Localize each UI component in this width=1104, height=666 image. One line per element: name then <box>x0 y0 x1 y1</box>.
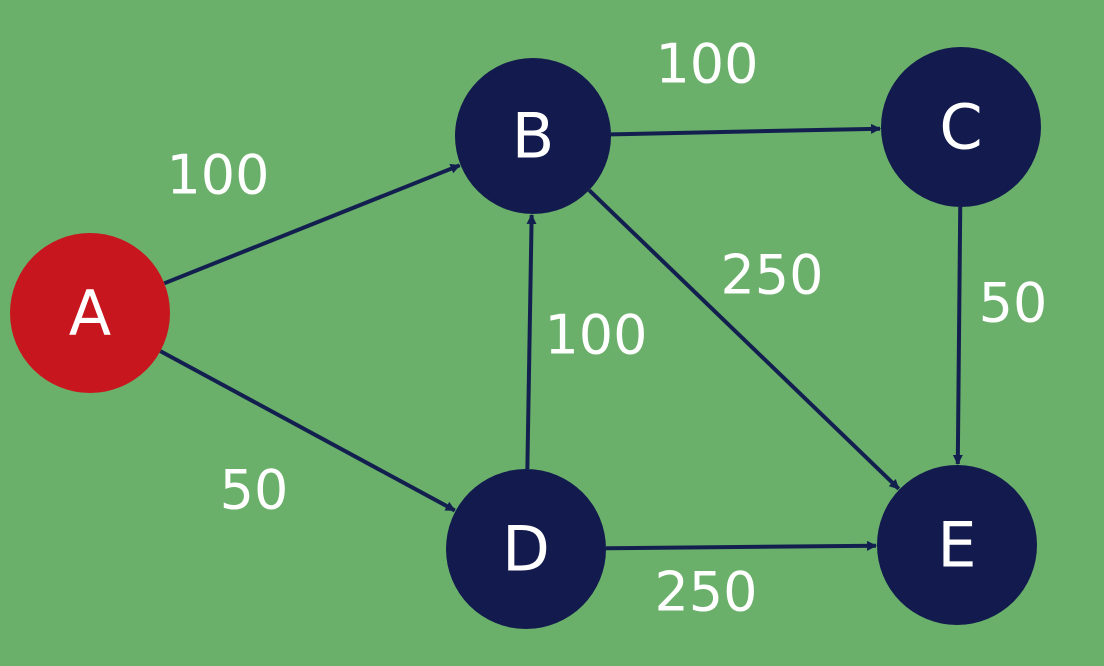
node-d-label: D <box>502 513 550 586</box>
weight-b-c: 100 <box>655 33 758 96</box>
node-e: E <box>877 465 1037 625</box>
node-c: C <box>881 47 1041 207</box>
weight-a-d: 50 <box>220 459 289 522</box>
edge-a-to-b <box>163 163 461 286</box>
node-b-label: B <box>512 100 555 173</box>
node-e-label: E <box>937 509 976 582</box>
node-d-circle <box>446 469 606 629</box>
edge-c-to-e <box>952 206 963 466</box>
node-e-circle <box>877 465 1037 625</box>
edge-d-to-e <box>605 540 878 551</box>
edge-a-to-d <box>159 349 456 513</box>
weight-d-e: 250 <box>654 561 757 624</box>
weight-d-b: 100 <box>544 304 647 367</box>
edge-b-to-e <box>587 188 901 491</box>
edge-d-to-b <box>525 213 537 470</box>
node-b: B <box>455 58 611 214</box>
node-b-circle <box>455 58 611 214</box>
weight-b-e: 250 <box>720 244 823 307</box>
edge-weights: 100 50 100 250 100 50 250 <box>166 33 1047 624</box>
nodes: A B C D E <box>10 47 1041 629</box>
node-a-label: A <box>69 277 111 350</box>
node-c-circle <box>881 47 1041 207</box>
edge-b-to-c <box>610 123 882 137</box>
weight-c-e: 50 <box>979 272 1048 335</box>
weight-a-b: 100 <box>166 144 269 207</box>
edges <box>159 123 963 551</box>
node-a: A <box>10 233 170 393</box>
node-d: D <box>446 469 606 629</box>
node-a-circle <box>10 233 170 393</box>
node-c-label: C <box>939 91 982 164</box>
